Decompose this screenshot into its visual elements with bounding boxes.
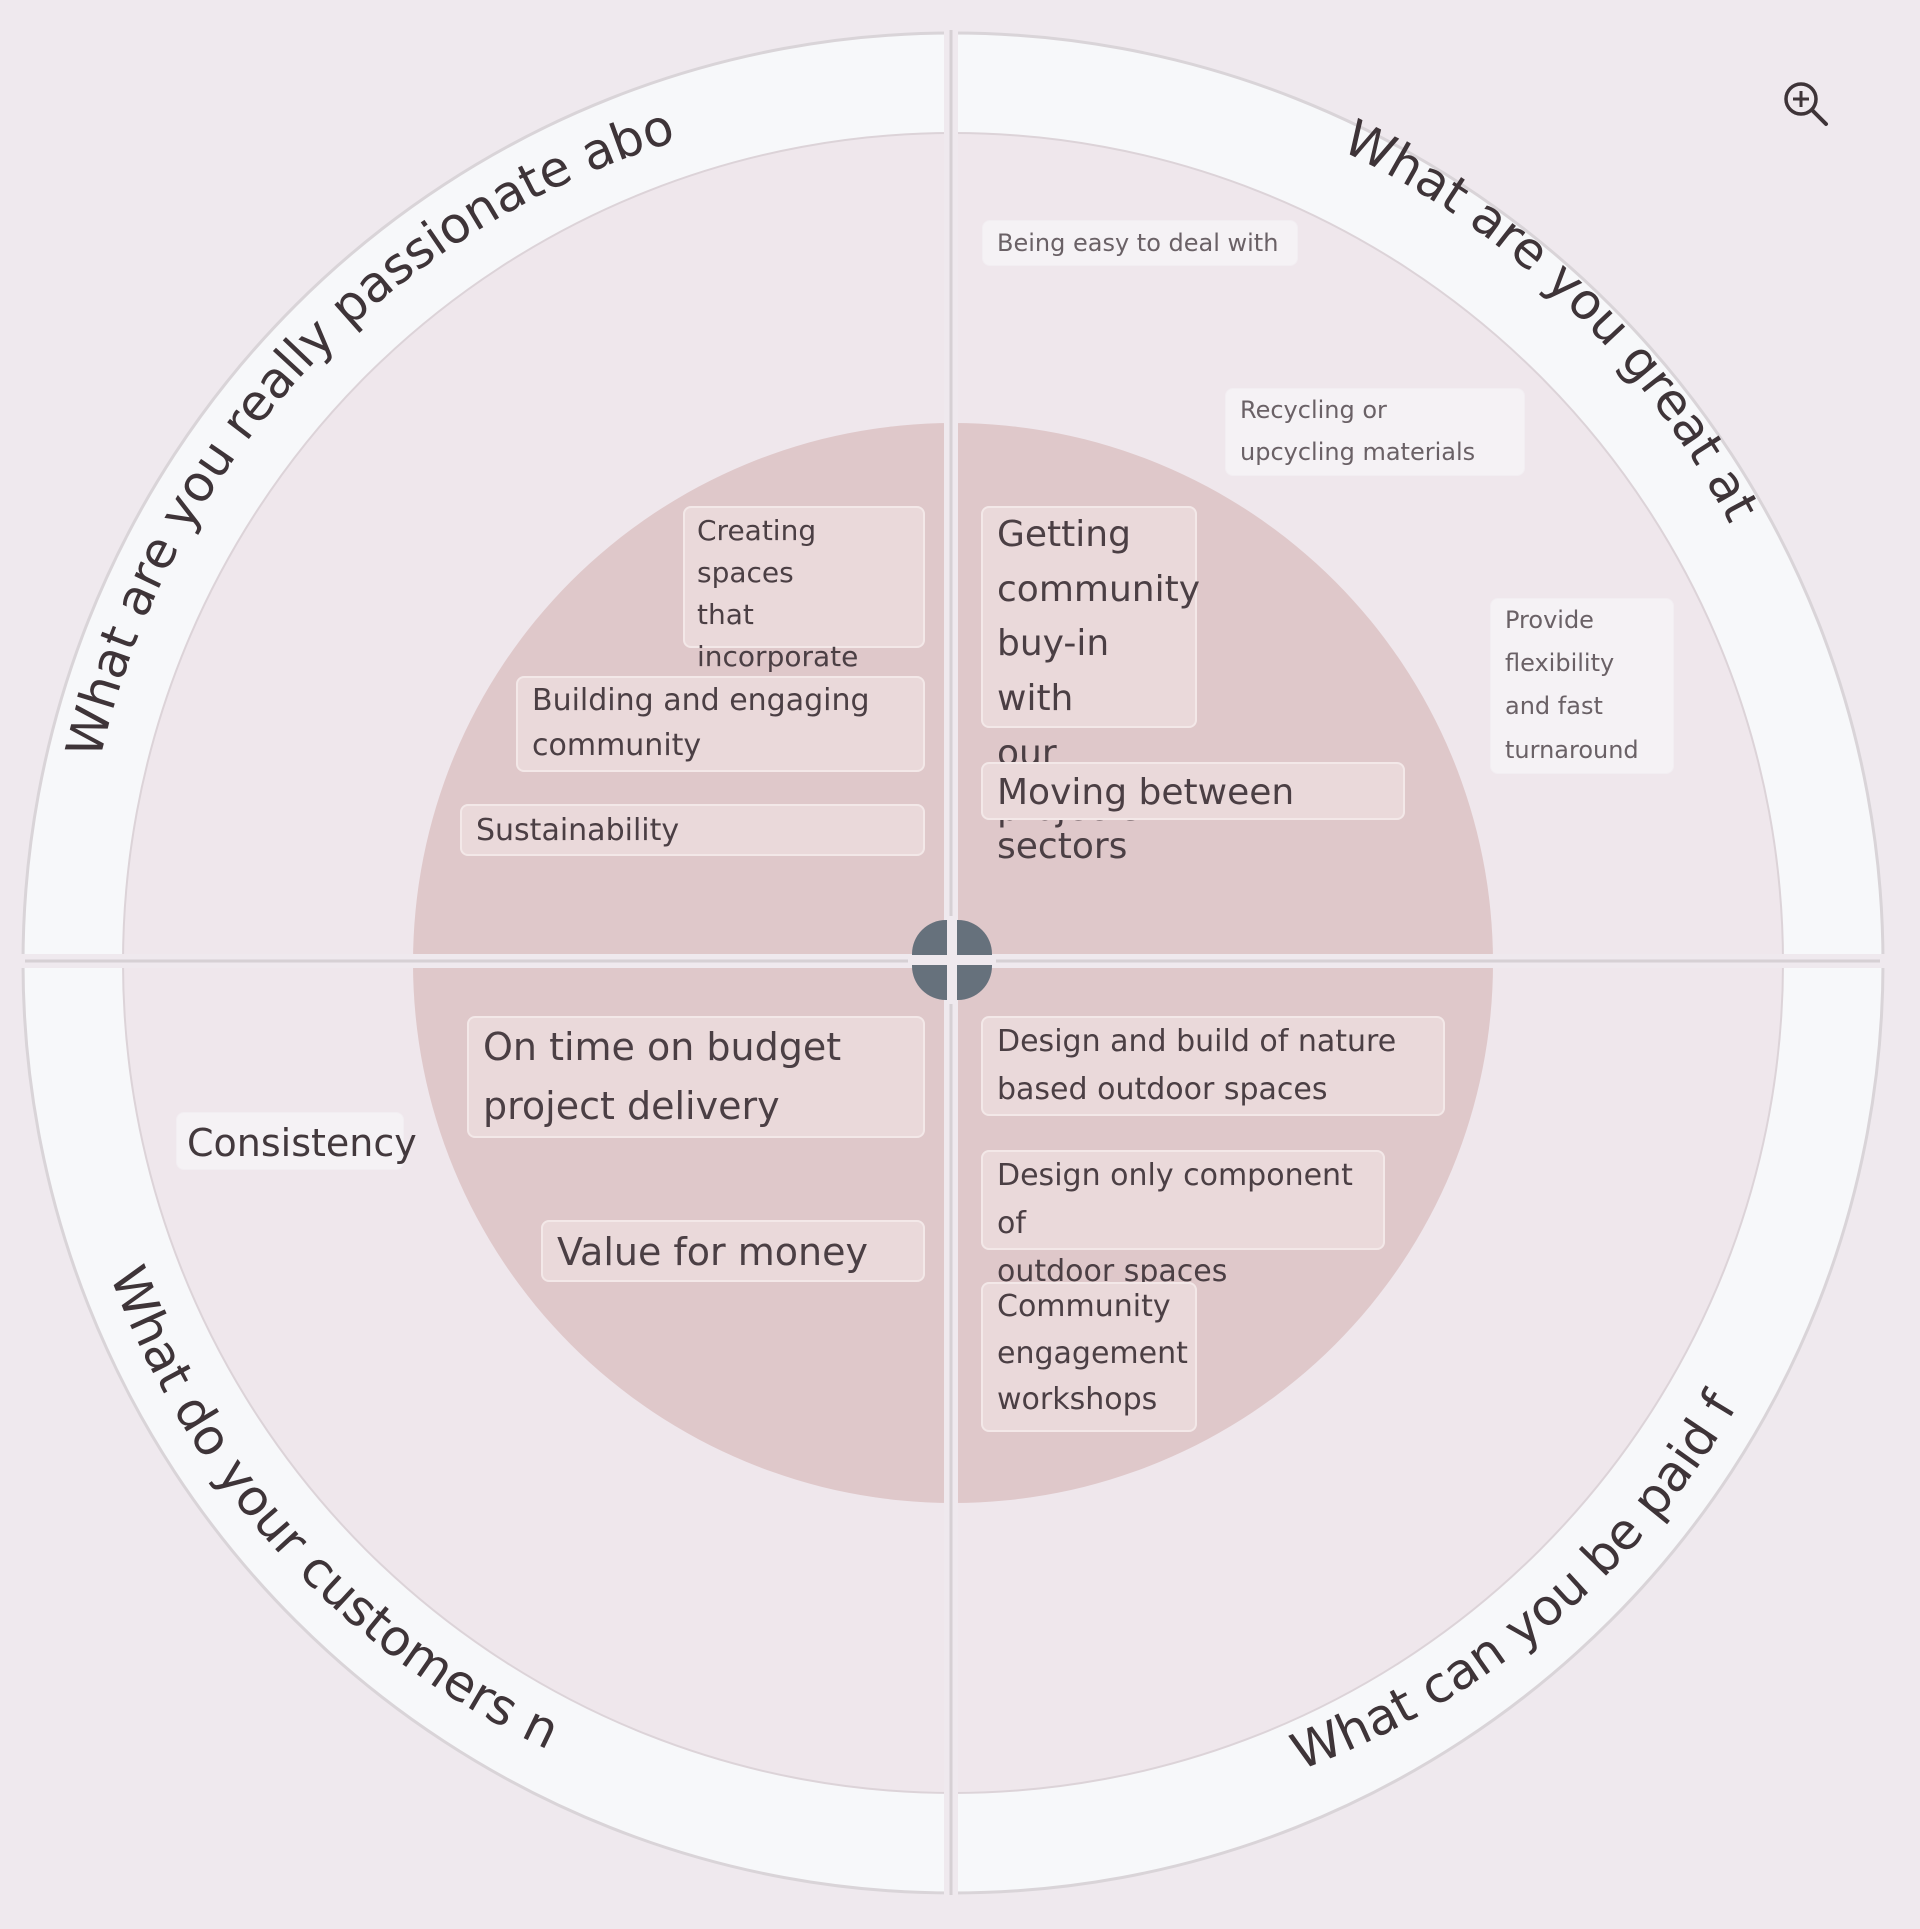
note-being-easy[interactable]: Being easy to deal with: [982, 220, 1298, 266]
note-sustainability[interactable]: Sustainability: [460, 804, 925, 856]
note-consistency[interactable]: Consistency: [176, 1112, 417, 1170]
move-handle-icon[interactable]: [908, 916, 996, 1004]
note-value-for-money[interactable]: Value for money: [541, 1220, 925, 1282]
zoom-in-icon[interactable]: [1780, 78, 1832, 130]
note-creating-spaces[interactable]: Creating spaces that incorporate nature: [683, 506, 925, 715]
note-recycling[interactable]: Recycling or upcycling materials: [1225, 388, 1525, 476]
note-design-only[interactable]: Design only component of outdoor spaces: [981, 1150, 1385, 1289]
note-on-time[interactable]: On time on budget project delivery: [467, 1016, 925, 1138]
note-moving-sectors[interactable]: Moving between sectors: [981, 762, 1405, 867]
note-design-build[interactable]: Design and build of nature based outdoor…: [981, 1016, 1445, 1116]
note-provide-flexibility[interactable]: Provide flexibility and fast turnaround: [1490, 598, 1674, 774]
note-getting-buy-in[interactable]: Getting community buy-in with our projec…: [981, 506, 1200, 829]
note-community-workshops[interactable]: Community engagement workshops: [981, 1282, 1197, 1432]
note-building-community[interactable]: Building and engaging community: [516, 676, 925, 772]
